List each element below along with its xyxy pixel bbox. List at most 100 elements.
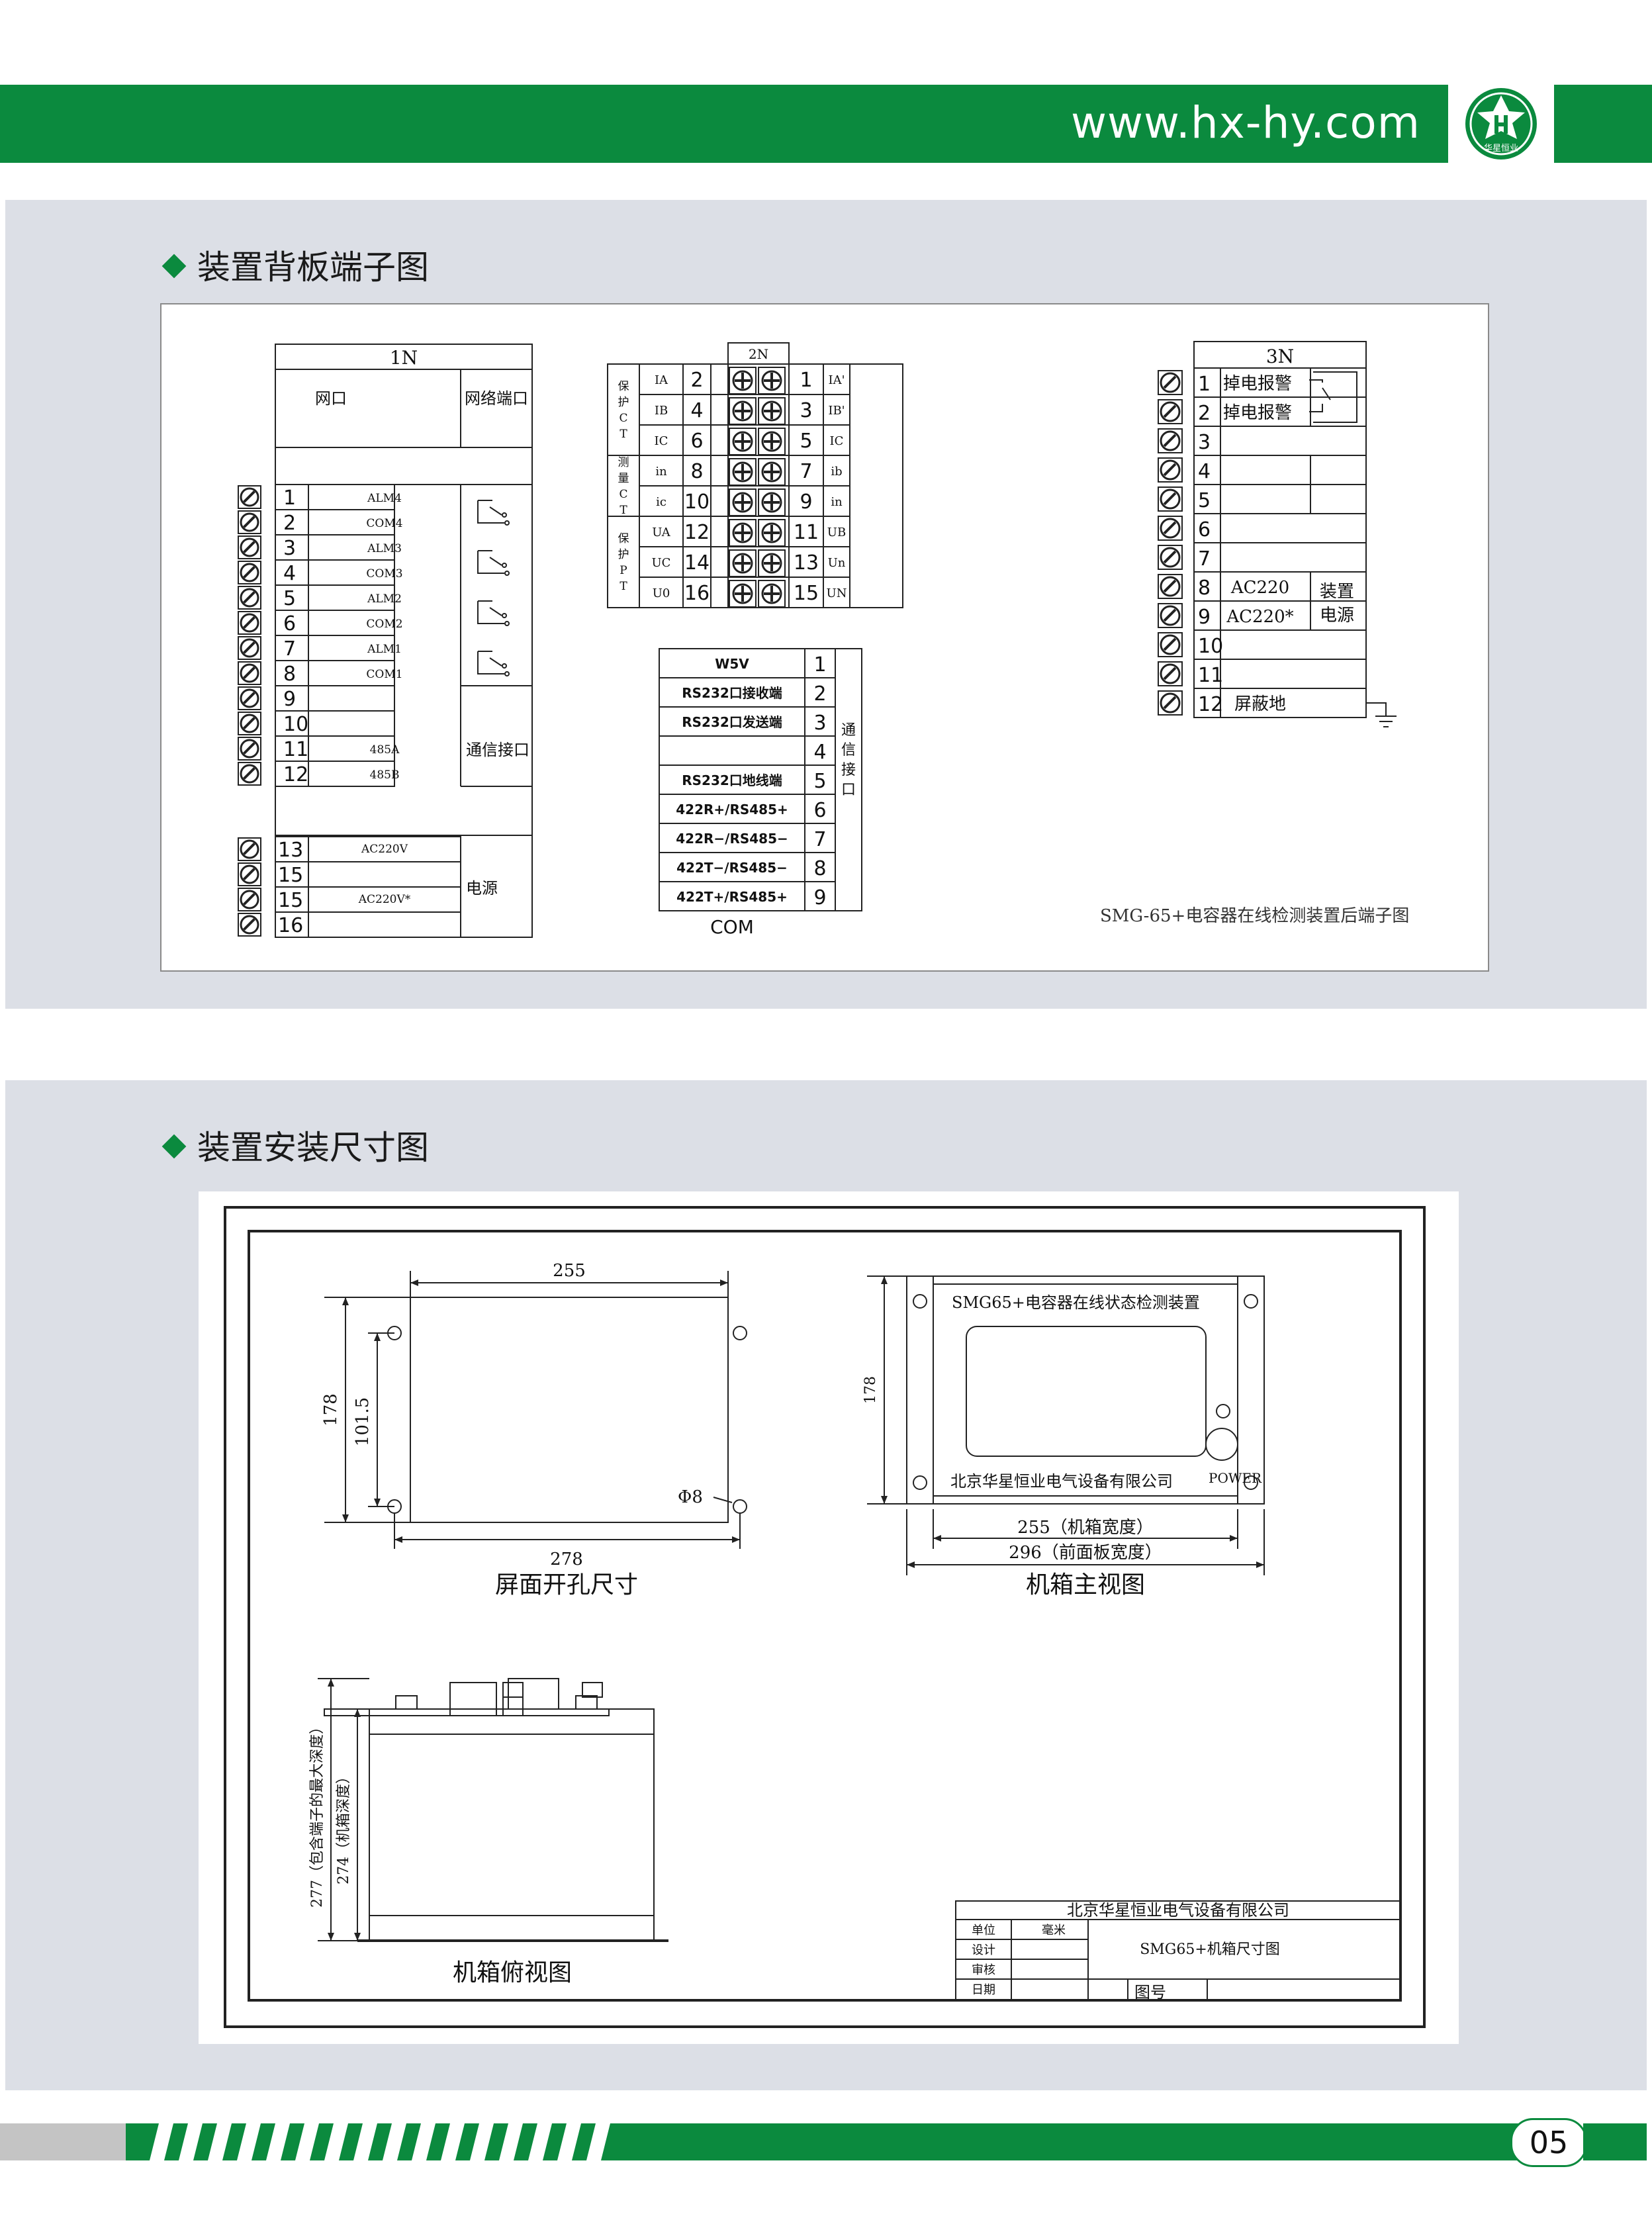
phillips-screw-icon: [729, 458, 757, 486]
terminal-number: 13: [278, 839, 303, 862]
front-panel-outline: [906, 1275, 1265, 1505]
phillips-screw-icon: [758, 580, 786, 608]
terminal-screw-icon: [238, 561, 261, 584]
terminal-screw-icon: [238, 661, 261, 685]
phillips-screw-icon: [758, 549, 786, 577]
terminal-screw-icon: [238, 888, 261, 911]
ct-pt-signal: IC: [830, 434, 844, 448]
ct-pt-signal: in: [655, 465, 667, 479]
terminal-number: 3: [283, 537, 296, 560]
footer-stripe: [353, 2123, 377, 2160]
terminal-screw-icon: [238, 837, 261, 861]
com-side-label: 信: [841, 742, 856, 759]
terminal-block-top: [449, 1682, 497, 1716]
footer-grey-strip: [0, 2123, 126, 2160]
footer-stripe: [441, 2123, 465, 2160]
terminal-block-top: [502, 1682, 524, 1716]
terminal-number: 3: [1198, 431, 1211, 454]
terminal-number: 8: [283, 663, 296, 686]
terminal-signal: AC220V: [361, 843, 408, 856]
terminal-signal: AC220: [1230, 578, 1289, 598]
site-url[interactable]: www.hx-hy.com: [1071, 97, 1420, 148]
terminal-screw-icon: [238, 686, 261, 710]
relay-contact-icon: [477, 600, 510, 626]
ct-pt-signal: IA: [655, 373, 668, 387]
power-button-icon: [1205, 1428, 1238, 1461]
terminal-screw-icon: [1158, 603, 1183, 628]
front-company-name: 北京华星恒业电气设备有限公司: [950, 1472, 1173, 1491]
phillips-screw-icon: [758, 367, 786, 394]
terminal-screw-icon: [238, 586, 261, 610]
terminal-number: 2: [283, 512, 296, 535]
ct-pt-signal: ib: [831, 465, 842, 479]
indicator-led-icon: [1216, 1404, 1230, 1418]
relay-contact-icon: [477, 651, 510, 676]
terminal-screw-icon: [1158, 661, 1183, 686]
title-review-label: 审核: [972, 1963, 995, 1977]
ct-pt-signal: IC: [655, 434, 668, 448]
terminal-screw-icon: [1158, 399, 1183, 424]
terminal-signal: 485A: [370, 743, 400, 757]
terminal-number: 16: [278, 914, 303, 937]
top-view-drawing: 277（包含端子的最大深度）274（机箱深度）机箱俯视图: [309, 1678, 668, 1986]
terminal-number: 10: [1198, 635, 1223, 658]
ct-pt-signal: UB: [827, 526, 846, 539]
block-1n-power-frame: [275, 835, 533, 938]
terminal-signal: 485B: [370, 768, 400, 782]
ct-pt-signal: U0: [653, 586, 670, 600]
terminal-number: 10: [684, 490, 710, 514]
title-date-label: 日期: [972, 1983, 995, 1997]
phillips-screw-icon: [729, 580, 757, 608]
phillips-screw-icon: [729, 397, 757, 425]
com-side-label: 通: [841, 722, 856, 739]
terminal-number: 4: [1198, 460, 1211, 483]
com-signal: RS232口地线端: [682, 772, 782, 788]
mounting-hole-icon: [913, 1475, 927, 1490]
terminal-screw-icon: [238, 712, 261, 735]
footer-stripe: [499, 2123, 523, 2160]
terminal-number: 14: [684, 551, 710, 575]
terminal-number: 15: [278, 889, 303, 912]
front-panel-width: 296（前面板宽度）: [1009, 1543, 1162, 1563]
terminal-number: 8: [1198, 577, 1211, 600]
terminal-number: 12: [283, 763, 308, 786]
company-logo: 华星恒业: [1448, 85, 1554, 163]
ct-pt-signal: IB: [655, 404, 668, 418]
terminal-number: 15: [278, 864, 303, 887]
terminal-number: 11: [794, 521, 819, 544]
block-1n-netport-row: [275, 369, 533, 448]
terminal-screw-icon: [238, 913, 261, 937]
com-side-label: 口: [841, 782, 856, 798]
terminal-signal: COM2: [366, 618, 402, 631]
footer-stripes-icon: [150, 2123, 610, 2160]
terminal-post: [395, 1695, 418, 1710]
terminal-signal: AC220*: [1226, 607, 1293, 627]
footer-stripe: [208, 2123, 232, 2160]
com-caption: COM: [710, 916, 754, 938]
group-label: 护: [618, 396, 629, 409]
block-1n-netterm-label: 网络端口: [465, 389, 528, 408]
footer-stripe: [412, 2123, 436, 2160]
terminal-signal: AC220V*: [358, 893, 411, 906]
footer-stripe: [179, 2123, 203, 2160]
terminal-number: 2: [1198, 402, 1211, 425]
terminal-signal: COM3: [366, 567, 402, 580]
terminal-screw-icon: [238, 737, 261, 761]
ct-pt-signal: IB': [828, 404, 845, 418]
group-label: 量: [618, 472, 629, 485]
terminal-number: 1: [1198, 373, 1211, 396]
lcd-screen-icon: [966, 1326, 1207, 1457]
terminal-number: 1: [800, 369, 812, 392]
footer-stripe: [324, 2123, 348, 2160]
footer-stripe: [528, 2123, 552, 2160]
terminal-screw-icon: [238, 762, 261, 786]
logo-caption: 华星恒业: [1484, 144, 1518, 154]
cutout-rect: [410, 1297, 729, 1523]
case-body: [369, 1708, 655, 1941]
group-label: C: [619, 412, 627, 425]
